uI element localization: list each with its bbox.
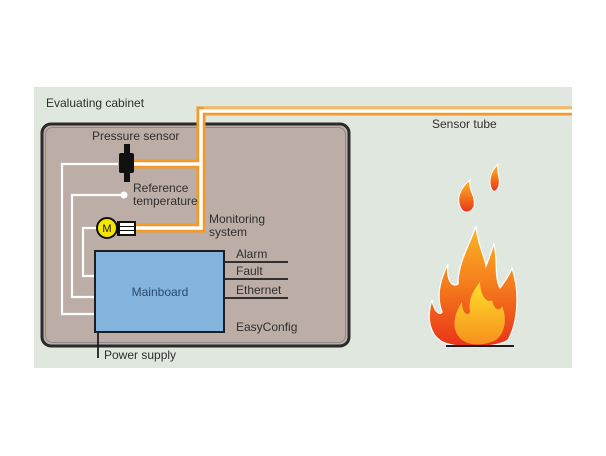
mainboard (94, 250, 225, 333)
pressure-sensor-icon (119, 144, 134, 182)
fault-label: Fault (236, 264, 263, 278)
wire-pressure-sensor (60, 162, 118, 316)
wire-reference-temperature (70, 193, 124, 299)
cabinet-inner-border (45, 127, 346, 343)
pressure-sensor-label: Pressure sensor (92, 129, 179, 143)
reference-temperature-label-2: temperature (133, 194, 198, 208)
motor-icon (96, 217, 136, 239)
signal-wires (60, 162, 124, 316)
ethernet-label: Ethernet (236, 283, 282, 297)
cabinet-label: Evaluating cabinet (46, 96, 145, 110)
reference-temperature-label-1: Reference (133, 181, 189, 195)
monitoring-system-label-1: Monitoring (209, 212, 265, 226)
motor-label: M (102, 223, 111, 235)
mainboard-label: Mainboard (132, 285, 189, 299)
alarm-label: Alarm (236, 247, 267, 261)
sensor-tube-label: Sensor tube (432, 117, 497, 131)
monitoring-system-label-2: system (209, 225, 247, 239)
fire-icon (428, 162, 518, 348)
output-lines (97, 261, 288, 358)
easyconfig-label: EasyConfig (236, 320, 297, 334)
power-supply-label: Power supply (104, 348, 176, 362)
wire-motor (81, 226, 98, 278)
sensor-tube (130, 106, 572, 233)
reference-temperature-node (120, 191, 128, 199)
